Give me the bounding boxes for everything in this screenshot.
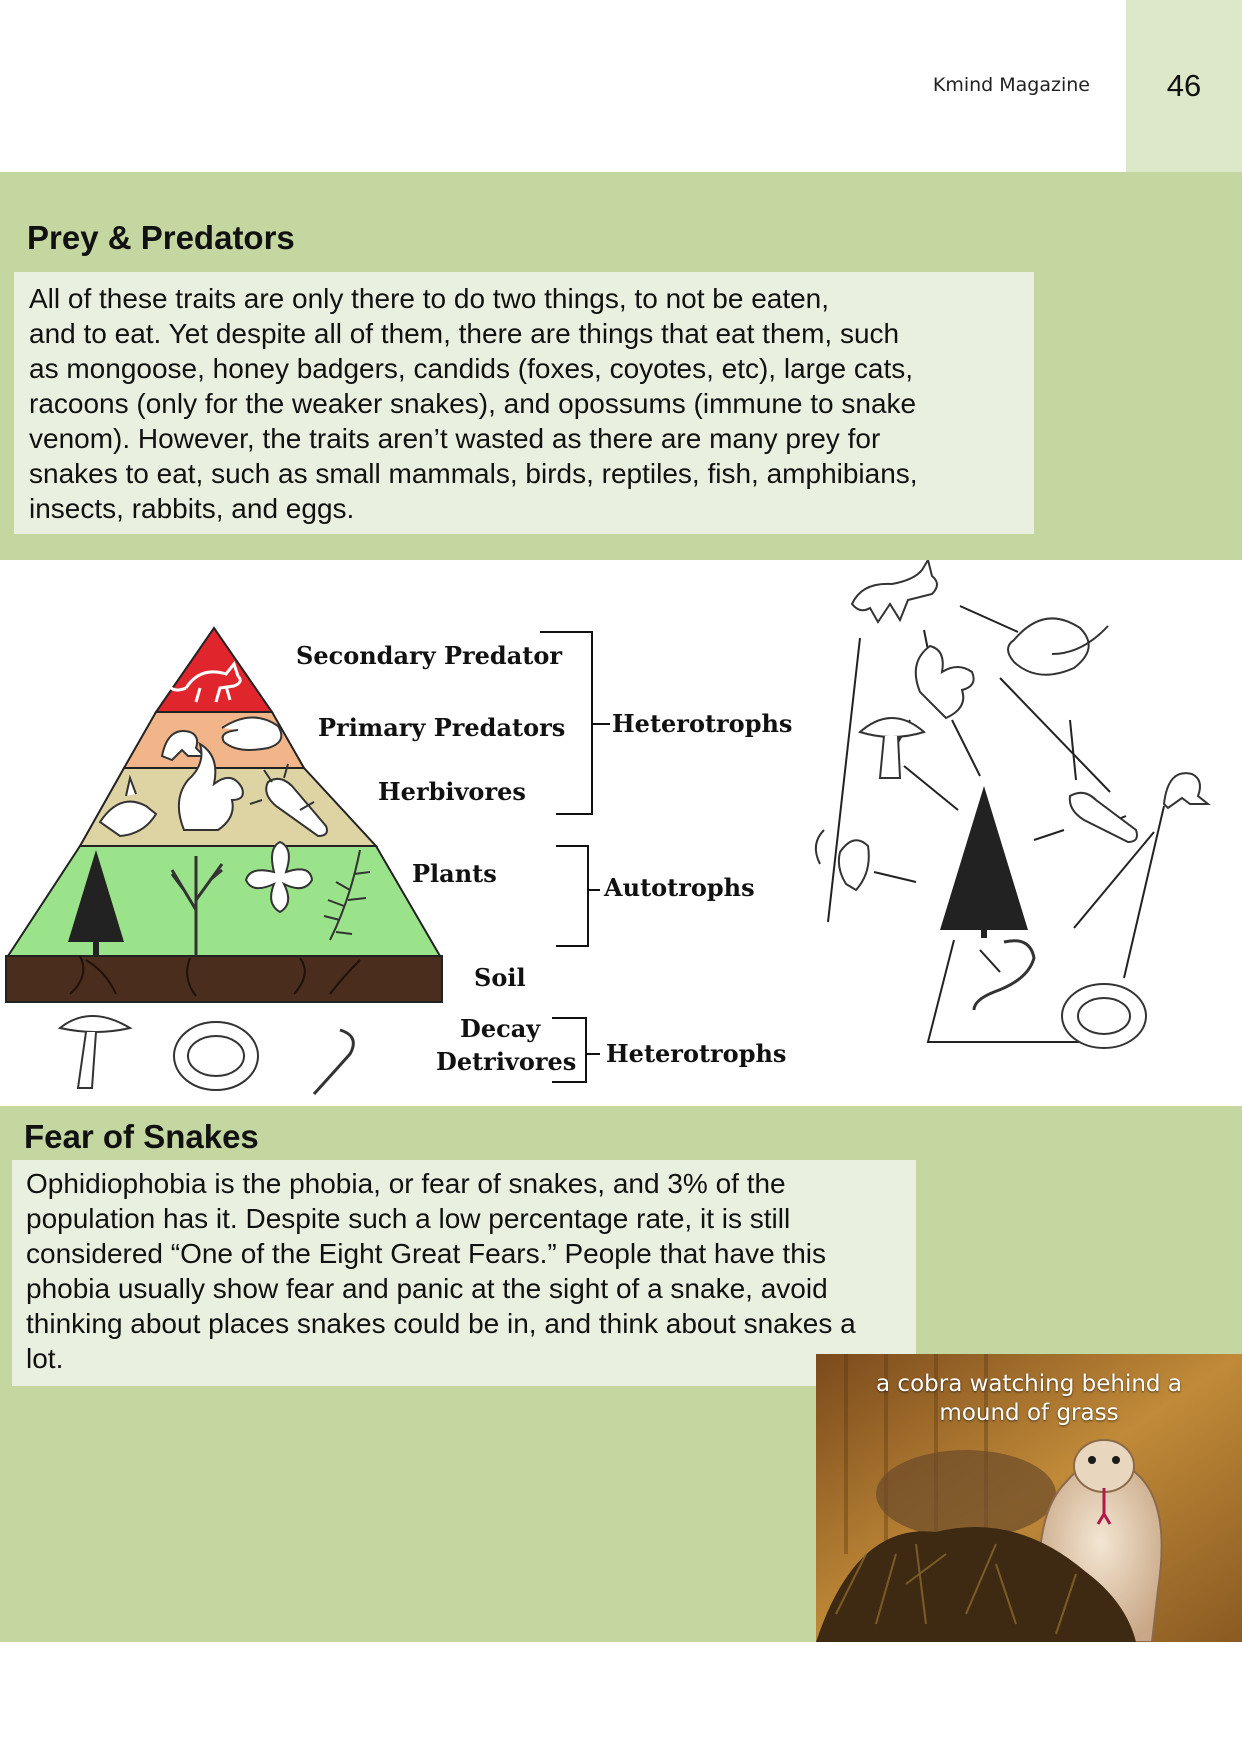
web-squirrel-icon xyxy=(914,644,975,720)
caption-line: mound of grass xyxy=(939,1400,1119,1426)
web-tree-icon xyxy=(940,786,1028,938)
level-label-soil: Soil xyxy=(474,963,526,992)
mushroom-icon xyxy=(57,1015,133,1089)
section-title-fear-of-snakes: Fear of Snakes xyxy=(24,1118,259,1155)
text-line: thinking about places snakes could be in… xyxy=(26,1308,856,1339)
level-label-secondary: Secondary Predator xyxy=(296,641,562,670)
prey-predators-text: All of these traits are only there to do… xyxy=(14,272,1034,534)
snake-icon xyxy=(221,716,283,751)
text-line: phobia usually show fear and panic at th… xyxy=(26,1273,828,1304)
page-number-tab xyxy=(1126,0,1242,172)
group-label-heterotrophs-bottom: Heterotrophs xyxy=(606,1039,786,1068)
bare-tree-icon xyxy=(170,856,224,956)
text-line: venom). However, the traits aren’t waste… xyxy=(29,423,881,454)
brackets xyxy=(540,631,610,1083)
web-millipede-icon xyxy=(1061,983,1147,1049)
group-label-heterotrophs-top: Heterotrophs xyxy=(612,709,792,738)
worm-icon xyxy=(312,1028,355,1096)
cobra-photo-art xyxy=(816,1354,1242,1642)
section-title-prey-predators: Prey & Predators xyxy=(27,219,295,256)
web-frog-icon xyxy=(1162,772,1211,810)
text-line: lot. xyxy=(26,1343,64,1374)
text-line: All of these traits are only there to do… xyxy=(29,283,830,314)
fear-of-snakes-text: Ophidiophobia is the phobia, or fear of … xyxy=(12,1160,916,1386)
level-label-herbivores: Herbivores xyxy=(378,777,526,806)
tree-icon xyxy=(68,850,124,956)
fern-icon xyxy=(323,849,371,941)
text-line: considered “One of the Eight Great Fears… xyxy=(26,1238,826,1269)
level-label-primary: Primary Predators xyxy=(318,713,565,742)
page-number: 46 xyxy=(1166,68,1202,103)
flower-icon xyxy=(244,840,314,914)
decay-label: Decay xyxy=(460,1014,541,1043)
web-beetle-icon xyxy=(1068,791,1138,844)
fox-icon xyxy=(164,660,242,703)
web-fox-icon xyxy=(850,560,938,624)
pyramid-tier-secondary xyxy=(154,626,274,713)
text-line: snakes to eat, such as small mammals, bi… xyxy=(29,458,918,489)
text-line: population has it. Despite such a low pe… xyxy=(26,1203,791,1234)
text-line: as mongoose, honey badgers, candids (fox… xyxy=(29,353,914,384)
level-label-plants: Plants xyxy=(412,859,497,888)
cobra-photo: a cobra watching behind a mound of grass xyxy=(816,1354,1242,1642)
text-line: and to eat. Yet despite all of them, the… xyxy=(29,318,900,349)
food-chain-svg: Secondary Predator Primary Predators Her… xyxy=(5,560,1211,1096)
detrivores-label: Detrivores xyxy=(436,1047,576,1076)
web-bird-icon xyxy=(814,829,870,892)
photo-caption: a cobra watching behind a mound of grass xyxy=(816,1370,1242,1428)
web-snake-icon xyxy=(1007,617,1109,676)
group-label-autotrophs: Autotrophs xyxy=(603,873,755,902)
text-line: insects, rabbits, and eggs. xyxy=(29,493,355,524)
pyramid-soil-layer xyxy=(5,955,443,1003)
bird-icon xyxy=(98,774,158,838)
text-line: racoons (only for the weaker snakes), an… xyxy=(29,388,917,419)
web-mushroom-icon xyxy=(857,717,927,779)
magazine-name: Kmind Magazine xyxy=(932,74,1090,96)
web-worm-icon xyxy=(972,939,1036,1011)
food-web-lines xyxy=(827,605,1165,1043)
text-line: Ophidiophobia is the phobia, or fear of … xyxy=(26,1168,786,1199)
caption-line: a cobra watching behind a xyxy=(876,1371,1182,1397)
millipede-icon xyxy=(173,1021,259,1091)
squirrel-icon xyxy=(177,741,244,831)
food-chain-diagram: Secondary Predator Primary Predators Her… xyxy=(0,560,1242,1106)
beetle-icon xyxy=(249,763,328,838)
